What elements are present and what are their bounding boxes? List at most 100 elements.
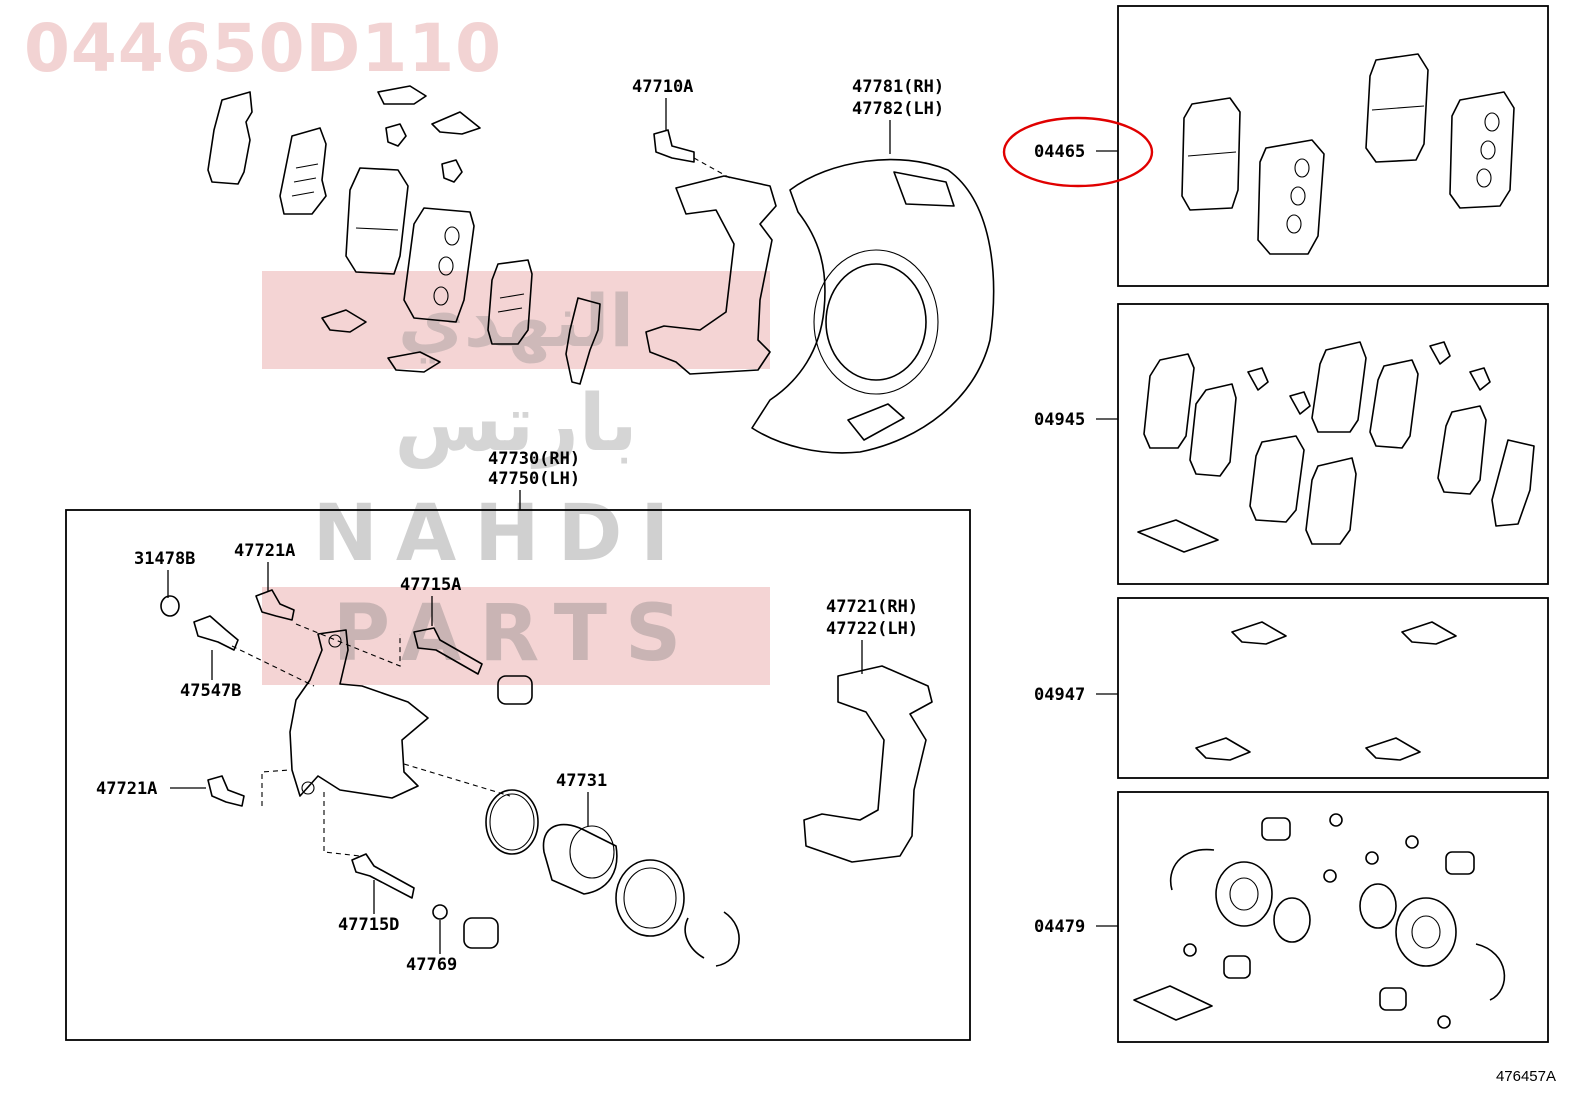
kit-boot-2 — [1395, 897, 1457, 967]
clip-bottom-1 — [321, 309, 367, 333]
bolt-47721a-left — [207, 775, 245, 807]
kit-clip-1 — [1247, 367, 1269, 391]
label-47721a-left: 47721A — [96, 779, 157, 799]
kit-clip-2 — [1289, 391, 1311, 415]
kit-grease-pack — [1137, 519, 1219, 553]
clip-top-2 — [431, 111, 481, 135]
pin-boot-top — [497, 675, 533, 705]
dust-shield — [751, 158, 995, 454]
anti-rattle-clip-1 — [1231, 621, 1287, 645]
shim-4 — [565, 297, 601, 385]
kit-clip-4 — [1469, 367, 1491, 391]
watermark: النهدي بارتس NAHDI PARTS — [262, 271, 770, 685]
kit-bushing-2 — [1445, 851, 1475, 875]
label-47547b: 47547B — [180, 681, 241, 701]
caliper-body — [289, 629, 429, 799]
kit-pad-4 — [1449, 91, 1515, 209]
watermark-arabic-1: النهدي — [398, 279, 634, 364]
kit-04945-panel: 04945 — [1034, 303, 1549, 585]
shim-left — [207, 91, 253, 185]
piston-seal — [485, 789, 539, 855]
kit-shim-5 — [1369, 359, 1419, 449]
kit-shim-7 — [1437, 405, 1487, 495]
kit-clip-3 — [1429, 341, 1451, 365]
caliper-bracket-group: 47710A — [632, 77, 777, 375]
kit-cap-5 — [1183, 943, 1197, 957]
watermark-arabic-2: بارتس — [394, 379, 637, 469]
label-47721a-top: 47721A — [234, 541, 295, 561]
kit-boot-1 — [1215, 861, 1273, 927]
label-47715d: 47715D — [338, 915, 399, 935]
part-number-title: 044650D110 — [24, 10, 503, 87]
shield-slot-bottom — [847, 403, 905, 441]
watermark-latin-2: PARTS — [333, 589, 699, 679]
kit-grease-pack-2 — [1133, 985, 1213, 1021]
slide-pin-47715d — [351, 853, 415, 899]
kit-04465-box — [1117, 5, 1549, 287]
kit-snap-ring-1 — [1170, 848, 1215, 891]
kit-04479-panel: 04479 — [1034, 791, 1549, 1043]
caliper-assembly-box — [65, 509, 971, 1041]
top-pad-cluster — [207, 85, 601, 385]
bleeder-cap-47769 — [432, 904, 448, 920]
kit-04465-panel: 04465 — [1002, 5, 1549, 287]
label-47722: 47722(LH) — [826, 619, 918, 639]
brake-pad-backing — [403, 207, 475, 323]
label-47715a: 47715A — [400, 575, 461, 595]
kit-cap-2 — [1365, 851, 1379, 865]
label-31478b: 31478B — [134, 549, 195, 569]
label-47730: 47730(RH) — [488, 449, 580, 469]
kit-bushing-1 — [1261, 817, 1291, 841]
kit-cap-6 — [1437, 1015, 1451, 1029]
label-04947: 04947 — [1034, 685, 1085, 705]
kit-seal-2 — [1359, 883, 1397, 929]
kit-snap-ring-2 — [1475, 943, 1506, 1001]
kit-cap-1 — [1329, 813, 1343, 827]
label-47769: 47769 — [406, 955, 457, 975]
clip-small-1 — [385, 123, 407, 147]
figure-code: 476457A — [1495, 1068, 1556, 1085]
highlight-ring — [1002, 116, 1154, 188]
kit-bushing-3 — [1223, 955, 1251, 979]
kit-04947-panel: 04947 — [1034, 597, 1549, 779]
bleeder-plug-47547b — [193, 615, 239, 651]
kit-shim-3 — [1249, 435, 1305, 523]
label-47781: 47781(RH) — [852, 77, 944, 97]
label-04465: 04465 — [1034, 142, 1085, 162]
kit-shim-2 — [1189, 383, 1237, 477]
label-47721: 47721(RH) — [826, 597, 918, 617]
kit-cap-4 — [1323, 869, 1337, 883]
kit-shim-6 — [1305, 457, 1357, 545]
label-47710a: 47710A — [632, 77, 693, 97]
shim-2 — [279, 127, 327, 215]
caliper-mounting-bracket — [803, 665, 933, 863]
anti-rattle-clip-3 — [1195, 737, 1251, 761]
kit-04479-box — [1117, 791, 1549, 1043]
label-04945: 04945 — [1034, 410, 1085, 430]
caliper-assembly: 47730(RH) 47750(LH) 31478B 47721A 47715A… — [65, 449, 971, 1041]
bolt-47710a — [653, 129, 695, 163]
kit-pad-2 — [1257, 139, 1325, 255]
kit-seal-1 — [1273, 897, 1311, 943]
clip-bottom-2 — [387, 351, 441, 373]
cylinder-boot — [615, 859, 685, 937]
label-47750: 47750(LH) — [488, 469, 580, 489]
watermark-band-top — [262, 271, 770, 369]
anti-rattle-clip-4 — [1365, 737, 1421, 761]
label-47782: 47782(LH) — [852, 99, 944, 119]
shield-hub-hole — [825, 263, 927, 381]
anti-rattle-clip-2 — [1401, 621, 1457, 645]
clip-top-1 — [377, 85, 427, 105]
shield-slot-top — [893, 171, 955, 207]
dust-shield-group: 47781(RH) 47782(LH) — [751, 77, 995, 454]
caliper-bracket — [645, 175, 777, 375]
kit-04947-box — [1117, 597, 1549, 779]
kit-bushing-4 — [1379, 987, 1407, 1011]
shim-3 — [487, 259, 533, 345]
piston-47731 — [542, 823, 618, 895]
bolt-47721a-top — [255, 589, 295, 621]
brake-pad-left — [345, 167, 409, 275]
clip-small-2 — [441, 159, 463, 183]
kit-shim-4 — [1311, 341, 1367, 433]
